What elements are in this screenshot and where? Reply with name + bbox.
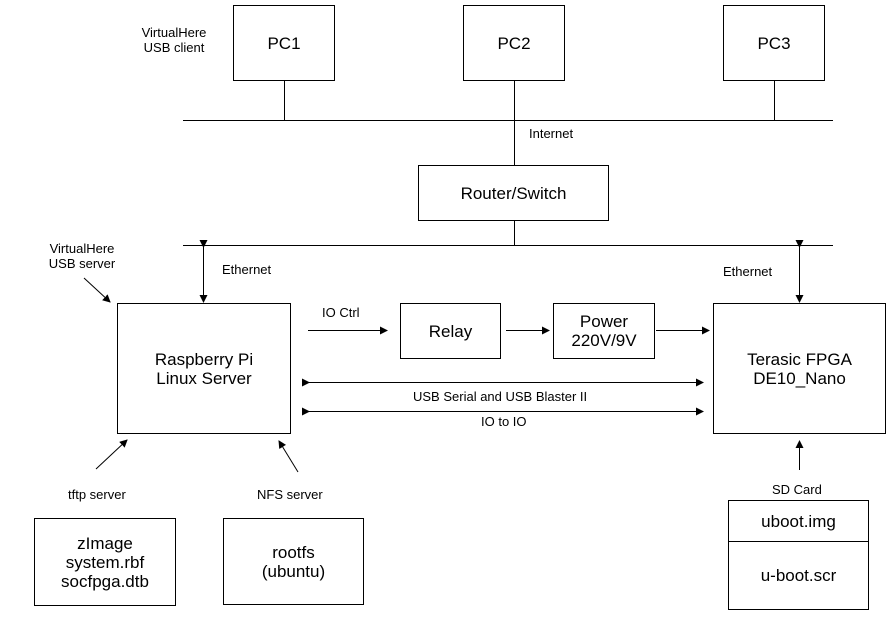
virtualhere-client-line1: VirtualHere bbox=[141, 25, 207, 40]
virtualhere-server-pointer bbox=[83, 277, 111, 303]
power-box: Power 220V/9V bbox=[553, 303, 655, 359]
fpga-box: Terasic FPGA DE10_Nano bbox=[713, 303, 886, 434]
router-switch-box: Router/Switch bbox=[418, 165, 609, 221]
sd-file-uboot-img: uboot.img bbox=[761, 511, 836, 531]
sd-file-uboot-scr: u-boot.scr bbox=[760, 565, 837, 585]
io-ctrl-label: IO Ctrl bbox=[322, 305, 360, 320]
ethernet-left-label: Ethernet bbox=[222, 262, 272, 277]
pc2-box: PC2 bbox=[463, 5, 565, 81]
nfs-pointer bbox=[278, 440, 299, 473]
tftp-server-label: tftp server bbox=[68, 487, 126, 502]
virtualhere-server-line1: VirtualHere bbox=[49, 241, 115, 256]
sd-card-divider bbox=[729, 541, 868, 542]
tftp-files-box: zImage system.rbf socfpga.dtb bbox=[34, 518, 176, 606]
rootfs-line2: (ubuntu) bbox=[261, 561, 326, 581]
internet-label: Internet bbox=[529, 126, 574, 141]
pc3-label: PC3 bbox=[757, 33, 791, 53]
tftp-file-socfpga-dtb: socfpga.dtb bbox=[61, 571, 149, 591]
pc1-box: PC1 bbox=[233, 5, 335, 81]
raspberry-pi-line2: Linux Server bbox=[156, 368, 252, 388]
virtualhere-server-label: VirtualHere USB server bbox=[36, 241, 128, 271]
virtualhere-client-label: VirtualHere USB client bbox=[128, 25, 220, 55]
pc1-label: PC1 bbox=[267, 33, 301, 53]
usb-serial-label: USB Serial and USB Blaster II bbox=[413, 389, 588, 404]
power-line1: Power bbox=[579, 312, 629, 331]
relay-box: Relay bbox=[400, 303, 501, 359]
fpga-line1: Terasic FPGA bbox=[747, 349, 852, 369]
raspberry-pi-line1: Raspberry Pi bbox=[154, 349, 254, 369]
tftp-file-system-rbf: system.rbf bbox=[65, 552, 145, 572]
virtualhere-client-line2: USB client bbox=[143, 40, 205, 55]
nfs-server-label: NFS server bbox=[257, 487, 323, 502]
relay-label: Relay bbox=[428, 321, 473, 341]
pc3-box: PC3 bbox=[723, 5, 825, 81]
power-line2: 220V/9V bbox=[571, 331, 637, 350]
tftp-pointer bbox=[95, 439, 128, 470]
sd-card-label: SD Card bbox=[772, 482, 822, 497]
raspberry-pi-box: Raspberry Pi Linux Server bbox=[117, 303, 291, 434]
ethernet-right-label: Ethernet bbox=[723, 264, 773, 279]
fpga-line2: DE10_Nano bbox=[753, 368, 846, 388]
sd-card-box: uboot.img u-boot.scr bbox=[728, 500, 869, 610]
io-to-io-label: IO to IO bbox=[481, 414, 527, 429]
rootfs-box: rootfs (ubuntu) bbox=[223, 518, 364, 605]
router-switch-label: Router/Switch bbox=[460, 183, 567, 203]
virtualhere-server-line2: USB server bbox=[48, 256, 116, 271]
tftp-file-zimage: zImage bbox=[77, 533, 133, 553]
pc2-label: PC2 bbox=[497, 33, 531, 53]
rootfs-line1: rootfs bbox=[272, 542, 315, 562]
